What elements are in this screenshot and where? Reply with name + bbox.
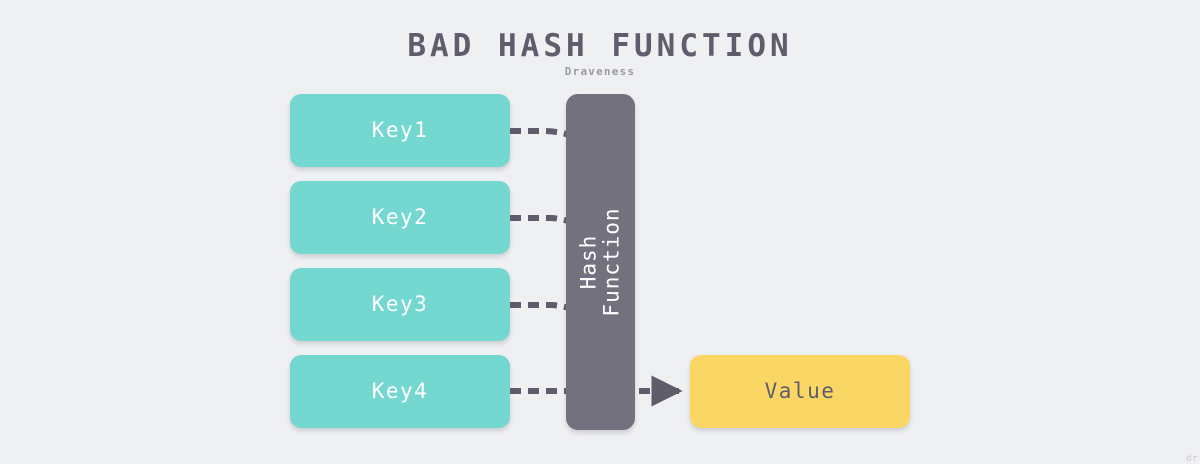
hash-function-label-line2: Function	[599, 207, 624, 317]
page-title: BAD HASH FUNCTION	[407, 28, 793, 64]
value-box-label: Value	[764, 379, 836, 403]
hash-function-vertical-text: Hash Function	[576, 207, 624, 317]
key-box-4[interactable]: Key4	[290, 355, 510, 428]
hash-function-label-line1: Hash	[576, 234, 601, 290]
hash-function-box[interactable]: Hash Function	[566, 94, 635, 430]
key-box-label: Key2	[371, 205, 429, 229]
key-box-label: Key4	[371, 379, 429, 403]
value-box[interactable]: Value	[690, 355, 910, 428]
key-box-1[interactable]: Key1	[290, 94, 510, 167]
key-box-2[interactable]: Key2	[290, 181, 510, 254]
key-box-3[interactable]: Key3	[290, 268, 510, 341]
key-box-label: Key3	[371, 292, 429, 316]
key-box-label: Key1	[371, 118, 429, 142]
page-subtitle: Draveness	[564, 65, 636, 78]
watermark-text: dr	[1186, 454, 1198, 464]
